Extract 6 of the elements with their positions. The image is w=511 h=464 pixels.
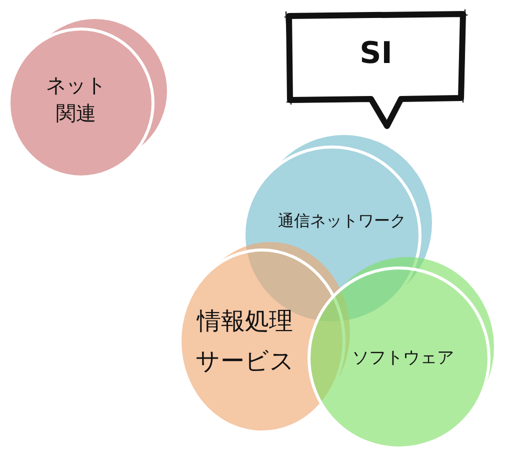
circle-label: 通信ネットワーク bbox=[277, 210, 407, 232]
circle-label: ソフトウェア bbox=[351, 347, 455, 370]
circle-label: ネット関連 bbox=[45, 72, 107, 127]
bubble-label: SI bbox=[358, 36, 394, 72]
circle-label: 情報処理サービス bbox=[194, 306, 296, 377]
speech-bubble bbox=[283, 8, 469, 132]
